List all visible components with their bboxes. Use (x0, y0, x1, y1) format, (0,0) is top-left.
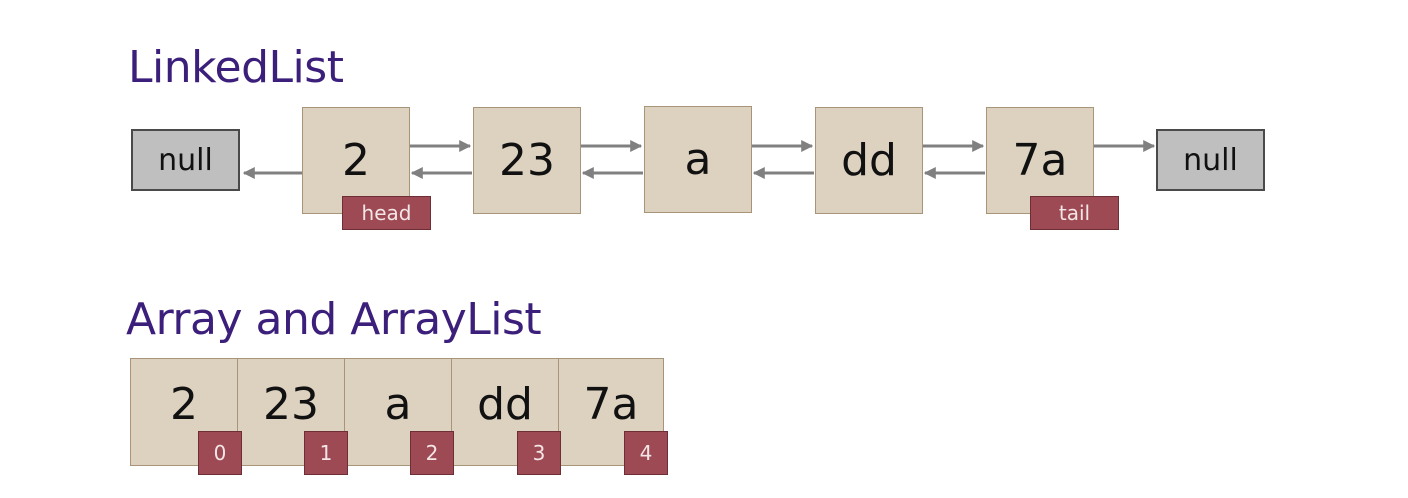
linked-list-title: LinkedList (128, 42, 344, 93)
null-left: null (131, 129, 240, 191)
array-index: 2 (410, 431, 454, 475)
array-index: 1 (304, 431, 348, 475)
array-index: 3 (517, 431, 561, 475)
tail-label: tail (1030, 196, 1119, 230)
array-cell-value: dd (477, 378, 533, 430)
array-cell-value: 23 (263, 378, 319, 430)
linked-list-node: a (644, 106, 752, 213)
null-right: null (1156, 129, 1265, 191)
head-label: head (342, 196, 431, 230)
array-cell-value: a (384, 378, 412, 430)
array-index: 0 (198, 431, 242, 475)
array-cell-value: 2 (170, 378, 198, 430)
linked-list-node: 23 (473, 107, 581, 214)
array-cell-value: 7a (583, 378, 639, 430)
array-index: 4 (624, 431, 668, 475)
linked-list-node: dd (815, 107, 923, 214)
array-title: Array and ArrayList (126, 294, 542, 345)
